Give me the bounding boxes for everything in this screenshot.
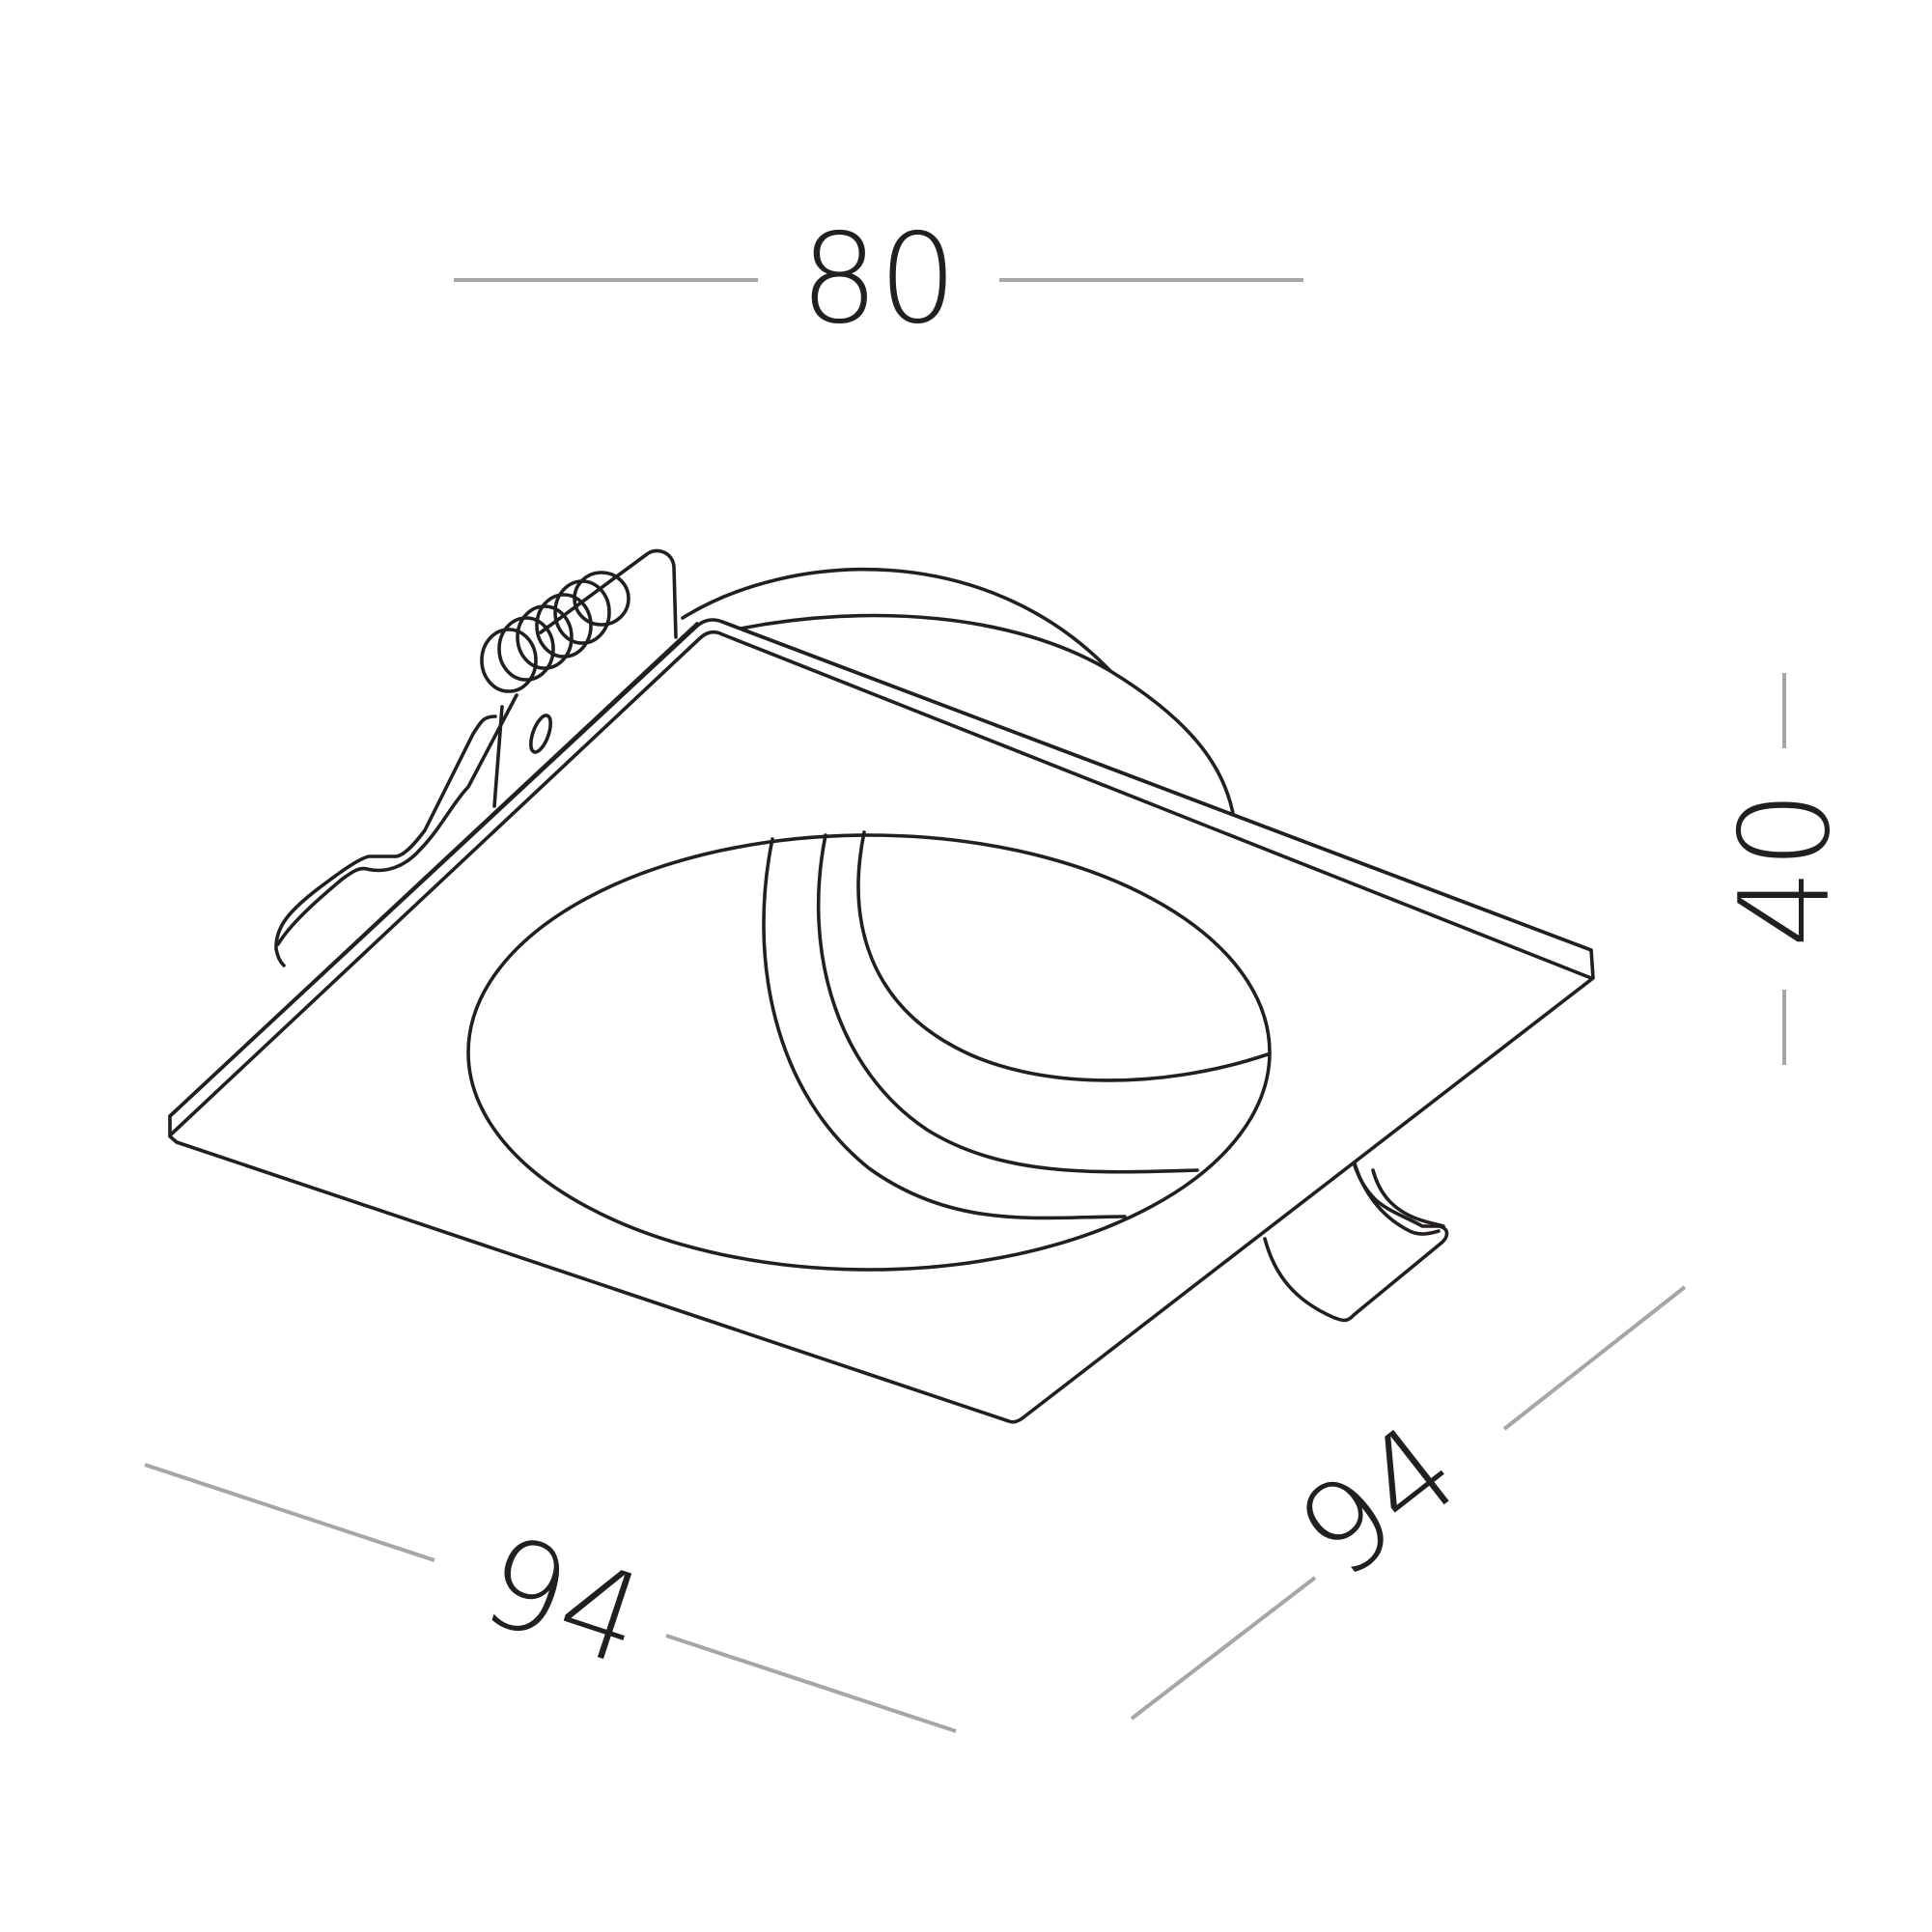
spring-coil-loop	[516, 604, 574, 670]
spring-clip-left-arm	[539, 548, 678, 639]
dimension-label-height: 40	[1714, 791, 1858, 948]
spring-clip-right-outer	[1263, 1155, 1449, 1323]
spring-coil-loop	[553, 579, 611, 645]
trim-plate-back-edge	[720, 620, 1593, 952]
dimension-line-side-upper	[1502, 1285, 1687, 1431]
downlight-drawing	[168, 548, 1595, 1424]
trim-plate-top-edge	[168, 630, 1593, 1137]
spring-coil-loop	[497, 616, 555, 682]
housing-dome-inner	[739, 613, 1112, 673]
housing-dome	[681, 567, 1236, 821]
trim-plate-bevel	[168, 622, 699, 1118]
spring-clip-right-mid	[1353, 1162, 1441, 1236]
spring-clip-left	[274, 548, 678, 967]
trim-plate-top-face	[168, 618, 1595, 1424]
dimension-front-width: 94	[144, 1463, 957, 1733]
dimension-label-front-width: 94	[466, 1508, 660, 1694]
spring-clip-left-stem	[492, 705, 504, 808]
gimbal-ring-middle	[816, 833, 1199, 1174]
spring-clip-left-lever-inner	[276, 693, 518, 946]
spring-clip-left-hole	[529, 714, 552, 754]
spring-clip-right	[1263, 1155, 1449, 1323]
dimension-side-depth: 94	[1130, 1285, 1687, 1721]
spring-clip-right-inner	[1371, 1168, 1445, 1228]
dimension-line-front-left	[144, 1463, 435, 1562]
spring-coil-loop	[480, 628, 538, 693]
dimension-height: 40	[1714, 673, 1858, 1065]
dimension-label-top-width: 80	[800, 208, 958, 351]
dimension-label-side-depth: 94	[1273, 1397, 1485, 1608]
spring-clip-left-lever	[274, 714, 497, 967]
dimension-line-front-right	[665, 1634, 957, 1733]
trim-opening	[466, 833, 1272, 1272]
dimension-line-side-lower	[1130, 1576, 1317, 1721]
gimbal-ring-inner	[856, 830, 1270, 1082]
dimension-top-width: 80	[454, 208, 1303, 351]
gimbal-ring-outer	[762, 837, 1127, 1220]
